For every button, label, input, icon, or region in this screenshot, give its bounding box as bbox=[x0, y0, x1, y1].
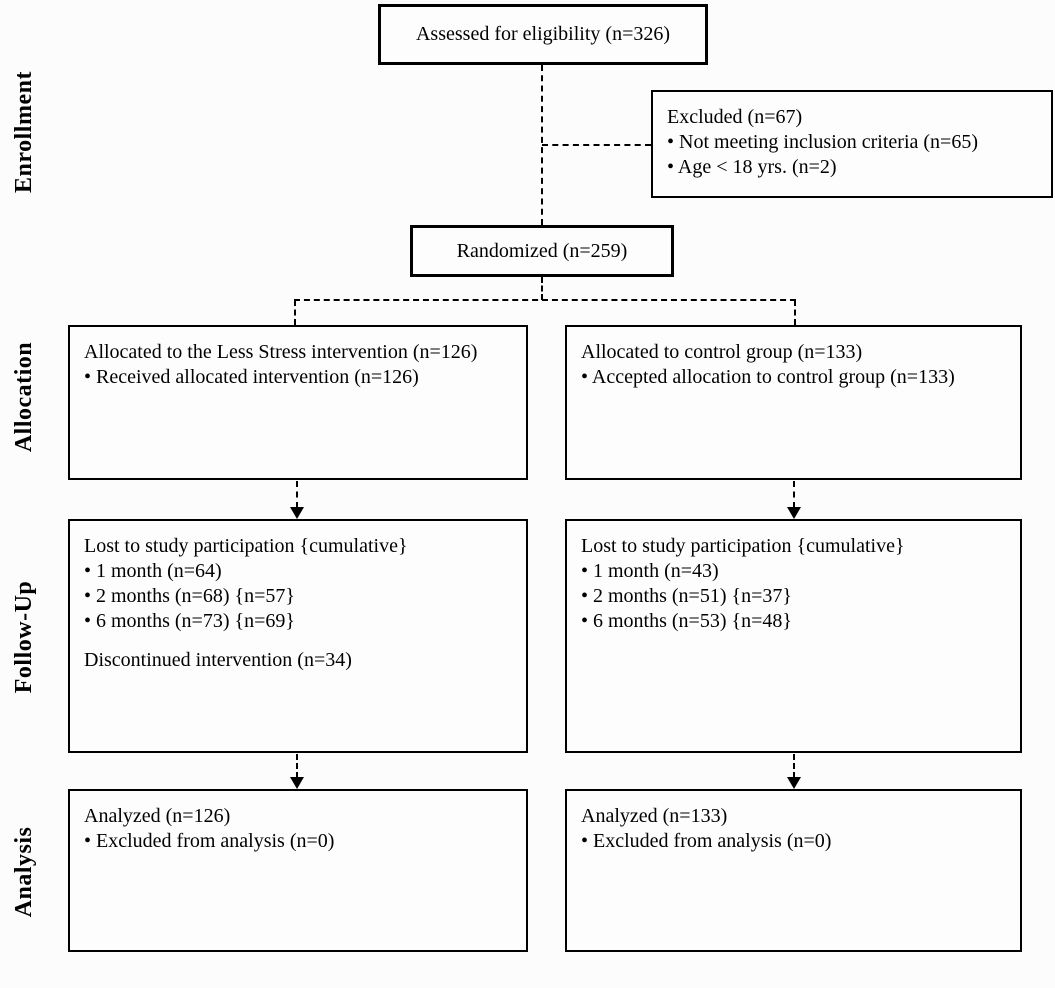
allocation-intervention-bullet: • Received allocated intervention (n=126… bbox=[84, 366, 419, 388]
excluded-bullet: • Age < 18 yrs. (n=2) bbox=[667, 156, 837, 178]
box-allocation-intervention: Allocated to the Less Stress interventio… bbox=[68, 325, 528, 480]
followup-intervention-title: Lost to study participation {cumulative} bbox=[84, 535, 408, 557]
followup-control-bullet: • 2 months (n=51) {n=37} bbox=[581, 585, 792, 607]
analysis-intervention-bullet: • Excluded from analysis (n=0) bbox=[84, 830, 335, 852]
followup-intervention-discontinued: Discontinued intervention (n=34) bbox=[84, 649, 352, 671]
stage-label-followup: Follow-Up bbox=[10, 580, 37, 694]
allocation-control-title: Allocated to control group (n=133) bbox=[581, 341, 863, 363]
box-followup-intervention: Lost to study participation {cumulative}… bbox=[68, 519, 528, 753]
analysis-control-title: Analyzed (n=133) bbox=[581, 805, 728, 827]
connector-allocation-to-followup-left bbox=[296, 481, 298, 508]
analysis-intervention-title: Analyzed (n=126) bbox=[84, 805, 231, 827]
box-allocation-control: Allocated to control group (n=133) • Acc… bbox=[565, 325, 1022, 480]
box-assessed-for-eligibility: Assessed for eligibility (n=326) bbox=[378, 4, 708, 65]
arrowhead-down-icon bbox=[787, 507, 801, 519]
stage-label-analysis: Analysis bbox=[10, 826, 37, 918]
randomized-title: Randomized (n=259) bbox=[456, 239, 628, 262]
box-analysis-control: Analyzed (n=133) • Excluded from analysi… bbox=[565, 789, 1022, 952]
assessed-title: Assessed for eligibility (n=326) bbox=[415, 23, 671, 45]
connector-allocation-to-followup-right bbox=[793, 481, 795, 508]
arrowhead-down-icon bbox=[290, 507, 304, 519]
analysis-control-bullet: • Excluded from analysis (n=0) bbox=[581, 830, 832, 852]
allocation-control-bullet: • Accepted allocation to control group (… bbox=[581, 366, 955, 388]
box-excluded: Excluded (n=67) • Not meeting inclusion … bbox=[651, 90, 1053, 198]
stage-label-allocation: Allocation bbox=[10, 341, 37, 453]
connector-followup-to-analysis-left bbox=[296, 754, 298, 778]
followup-control-bullet: • 6 months (n=53) {n=48} bbox=[581, 610, 792, 632]
followup-intervention-bullet: • 2 months (n=68) {n=57} bbox=[84, 585, 295, 607]
connector-split-left-drop bbox=[294, 300, 296, 325]
excluded-bullet: • Not meeting inclusion criteria (n=65) bbox=[667, 131, 978, 153]
followup-control-bullet: • 1 month (n=43) bbox=[581, 560, 719, 582]
followup-intervention-bullet: • 1 month (n=64) bbox=[84, 560, 222, 582]
arrowhead-down-icon bbox=[787, 777, 801, 789]
arrowhead-down-icon bbox=[290, 777, 304, 789]
followup-intervention-bullet: • 6 months (n=73) {n=69} bbox=[84, 610, 295, 632]
connector-split-right-drop bbox=[794, 300, 796, 325]
excluded-title: Excluded (n=67) bbox=[667, 106, 803, 128]
box-analysis-intervention: Analyzed (n=126) • Excluded from analysi… bbox=[68, 789, 528, 952]
connector-followup-to-analysis-right bbox=[793, 754, 795, 778]
followup-control-title: Lost to study participation {cumulative} bbox=[581, 535, 905, 557]
stage-label-enrollment: Enrollment bbox=[10, 71, 37, 193]
connector-excluded-branch bbox=[542, 144, 651, 146]
box-followup-control: Lost to study participation {cumulative}… bbox=[565, 519, 1022, 753]
box-randomized: Randomized (n=259) bbox=[410, 225, 674, 277]
allocation-intervention-title: Allocated to the Less Stress interventio… bbox=[84, 341, 478, 363]
connector-randomized-down bbox=[541, 277, 543, 300]
connector-split-horizontal bbox=[294, 299, 796, 301]
